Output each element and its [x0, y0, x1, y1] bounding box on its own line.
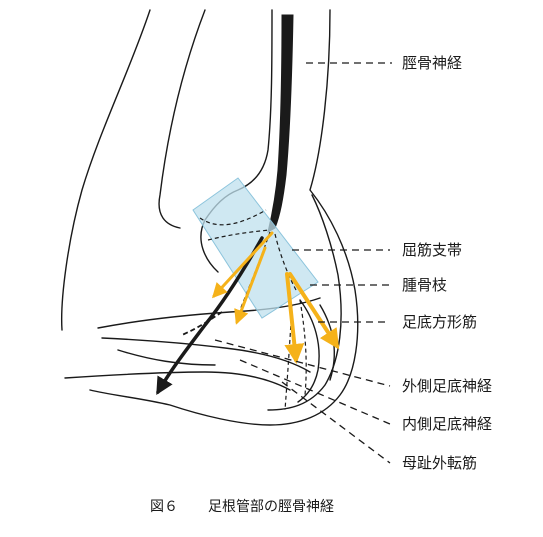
heel-contour [89, 9, 359, 426]
figure-number: 図６ [150, 499, 178, 515]
lateral-plantar-nerve-line [156, 236, 264, 396]
skin-contour-inner [158, 9, 206, 229]
figure-caption: 足根管部の脛骨神経 [208, 499, 334, 515]
leader-medial-plantar [239, 359, 391, 425]
arrow-medial-upper [211, 231, 274, 299]
label-abductor-hallucis: 母趾外転筋 [402, 454, 477, 472]
leader-lateral-plantar [214, 339, 391, 387]
sole-line-2 [97, 297, 321, 329]
ankle-outline [61, 9, 359, 426]
arrow-calcaneal-1 [284, 272, 305, 364]
arrow-medial-lower [234, 246, 267, 325]
skin-contour-left [61, 9, 151, 331]
label-quadratus-plantae: 足底方形筋 [402, 313, 477, 331]
sole-line-1 [64, 371, 291, 391]
heel-pad-curve-1 [297, 299, 320, 403]
leader-abductor-hallucis [281, 381, 391, 464]
branch-arrows [211, 231, 340, 364]
label-flexor-retinaculum: 屈筋支帯 [402, 241, 462, 259]
label-calcaneal-branch: 腫骨枝 [402, 276, 447, 294]
heel-inner-line [267, 194, 342, 411]
branch-line-small [181, 311, 223, 336]
label-lateral-plantar-nerve: 外側足底神経 [402, 377, 492, 395]
arrow-calcaneal-2 [288, 272, 340, 350]
label-medial-plantar-nerve: 内側足底神経 [402, 415, 492, 433]
leader-lines [214, 62, 392, 464]
sole-line-4 [117, 349, 216, 366]
label-tibial-nerve: 脛骨神経 [402, 54, 462, 72]
